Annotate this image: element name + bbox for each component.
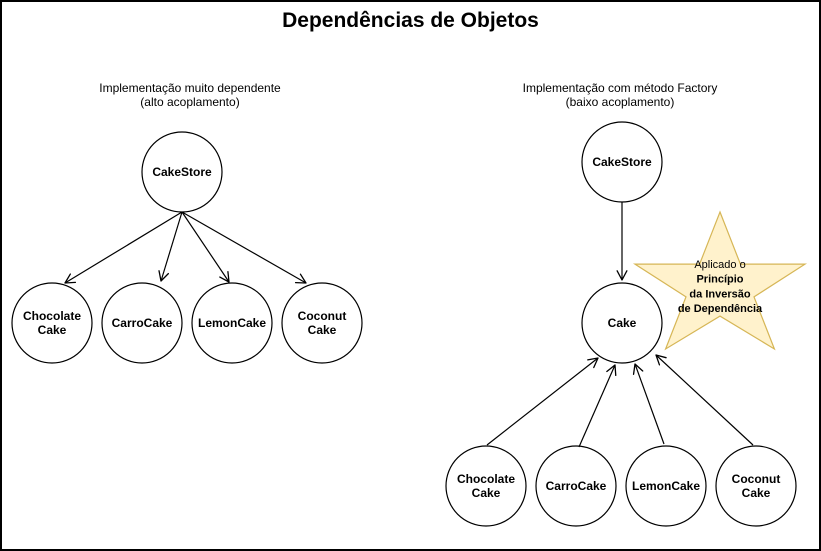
star-layer — [632, 210, 808, 351]
edge-carrocake-right-to-cake-right — [578, 364, 617, 448]
node-layer — [11, 121, 797, 527]
edge-lemoncake-right-to-cake-right — [632, 363, 665, 445]
node-label-cakestore-right: CakeStore — [592, 155, 652, 169]
edge-coconutcake-right-to-cake-right — [655, 354, 754, 446]
node-carrocake-right — [535, 445, 617, 527]
node-label-lemoncake-right: LemonCake — [632, 479, 700, 493]
edge-cakestore-left-to-chocolatecake-left — [64, 211, 183, 284]
node-cake-right — [581, 282, 663, 364]
left-subtitle-line2: (alto acoplamento) — [140, 95, 240, 109]
node-label-cakestore-left: CakeStore — [152, 165, 212, 179]
node-lemoncake-left — [191, 282, 273, 364]
right-subtitle-line1: Implementação com método Factory — [522, 81, 718, 95]
node-coconutcake-right — [715, 445, 797, 527]
node-label-carrocake-left: CarroCake — [112, 316, 173, 330]
edge-chocolatecake-right-to-cake-right — [486, 357, 599, 446]
node-label-cake-right: Cake — [608, 316, 637, 330]
diagram-title: Dependências de Objetos — [282, 9, 539, 32]
right-subtitle-line2: (baixo acoplamento) — [565, 95, 675, 109]
node-chocolatecake-left — [11, 282, 93, 364]
edge-layer — [64, 202, 754, 448]
dependency-inversion-star — [632, 210, 808, 351]
edge-cakestore-left-to-carrocake-left — [158, 211, 183, 282]
node-lemoncake-right — [625, 445, 707, 527]
node-chocolatecake-right — [445, 445, 527, 527]
left-panel-subtitle: Implementação muito dependente (alto aco… — [40, 81, 340, 109]
node-carrocake-left — [101, 282, 183, 364]
node-label-lemoncake-left: LemonCake — [198, 316, 266, 330]
right-panel-subtitle: Implementação com método Factory (baixo … — [470, 81, 770, 109]
left-subtitle-line1: Implementação muito dependente — [99, 81, 281, 95]
edge-cakestore-left-to-lemoncake-left — [181, 211, 230, 283]
edge-cakestore-left-to-coconutcake-left — [181, 211, 307, 284]
node-label-carrocake-right: CarroCake — [546, 479, 607, 493]
node-coconutcake-left — [281, 282, 363, 364]
